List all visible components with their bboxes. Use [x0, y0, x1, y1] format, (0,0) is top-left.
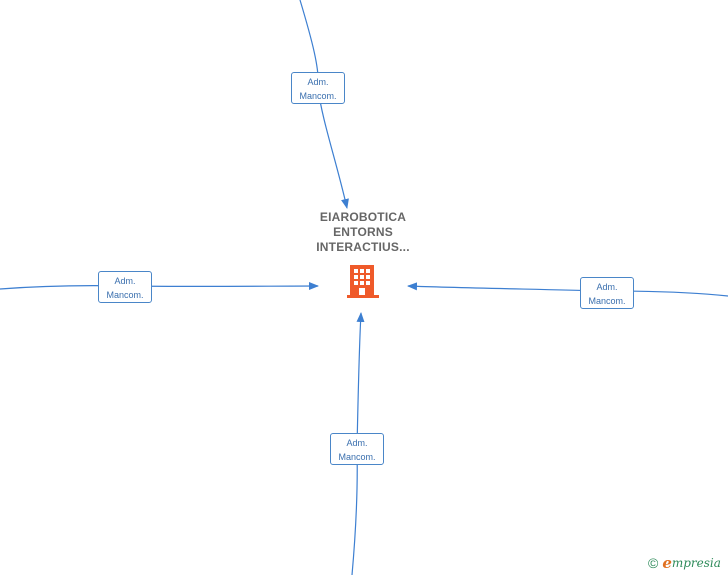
relation-label-bottom[interactable]: Adm. Mancom. [330, 433, 384, 465]
edge-top [299, 0, 349, 209]
empresia-logo: ©empresia [648, 554, 721, 574]
relation-top-line-1: Adm. [307, 77, 329, 87]
relation-left-line-1: Adm. [114, 276, 136, 286]
logo-e-letter: e [662, 554, 672, 572]
company-title-line-3: INTERACTIUS... [316, 240, 410, 254]
copyright-icon: © [648, 555, 659, 571]
relation-right-line-1: Adm. [596, 282, 618, 292]
company-title-line-2: ENTORNS [333, 225, 393, 239]
building-icon[interactable] [347, 263, 381, 299]
company-title[interactable]: EIAROBOTICA ENTORNS INTERACTIUS... [298, 210, 428, 255]
company-title-line-1: EIAROBOTICA [319, 210, 407, 224]
logo-wordmark: mpresia [671, 556, 721, 570]
relation-label-top[interactable]: Adm. Mancom. [291, 72, 345, 104]
relation-label-left[interactable]: Adm. Mancom. [98, 271, 152, 303]
relation-label-right[interactable]: Adm. Mancom. [580, 277, 634, 309]
edge-left [0, 282, 319, 291]
relation-bottom-line-2: Mancom. [338, 452, 376, 462]
relation-top-line-2: Mancom. [299, 91, 337, 101]
relation-right-line-2: Mancom. [588, 296, 626, 306]
edge-right [407, 282, 728, 297]
relation-left-line-2: Mancom. [106, 290, 144, 300]
relation-bottom-line-1: Adm. [346, 438, 368, 448]
